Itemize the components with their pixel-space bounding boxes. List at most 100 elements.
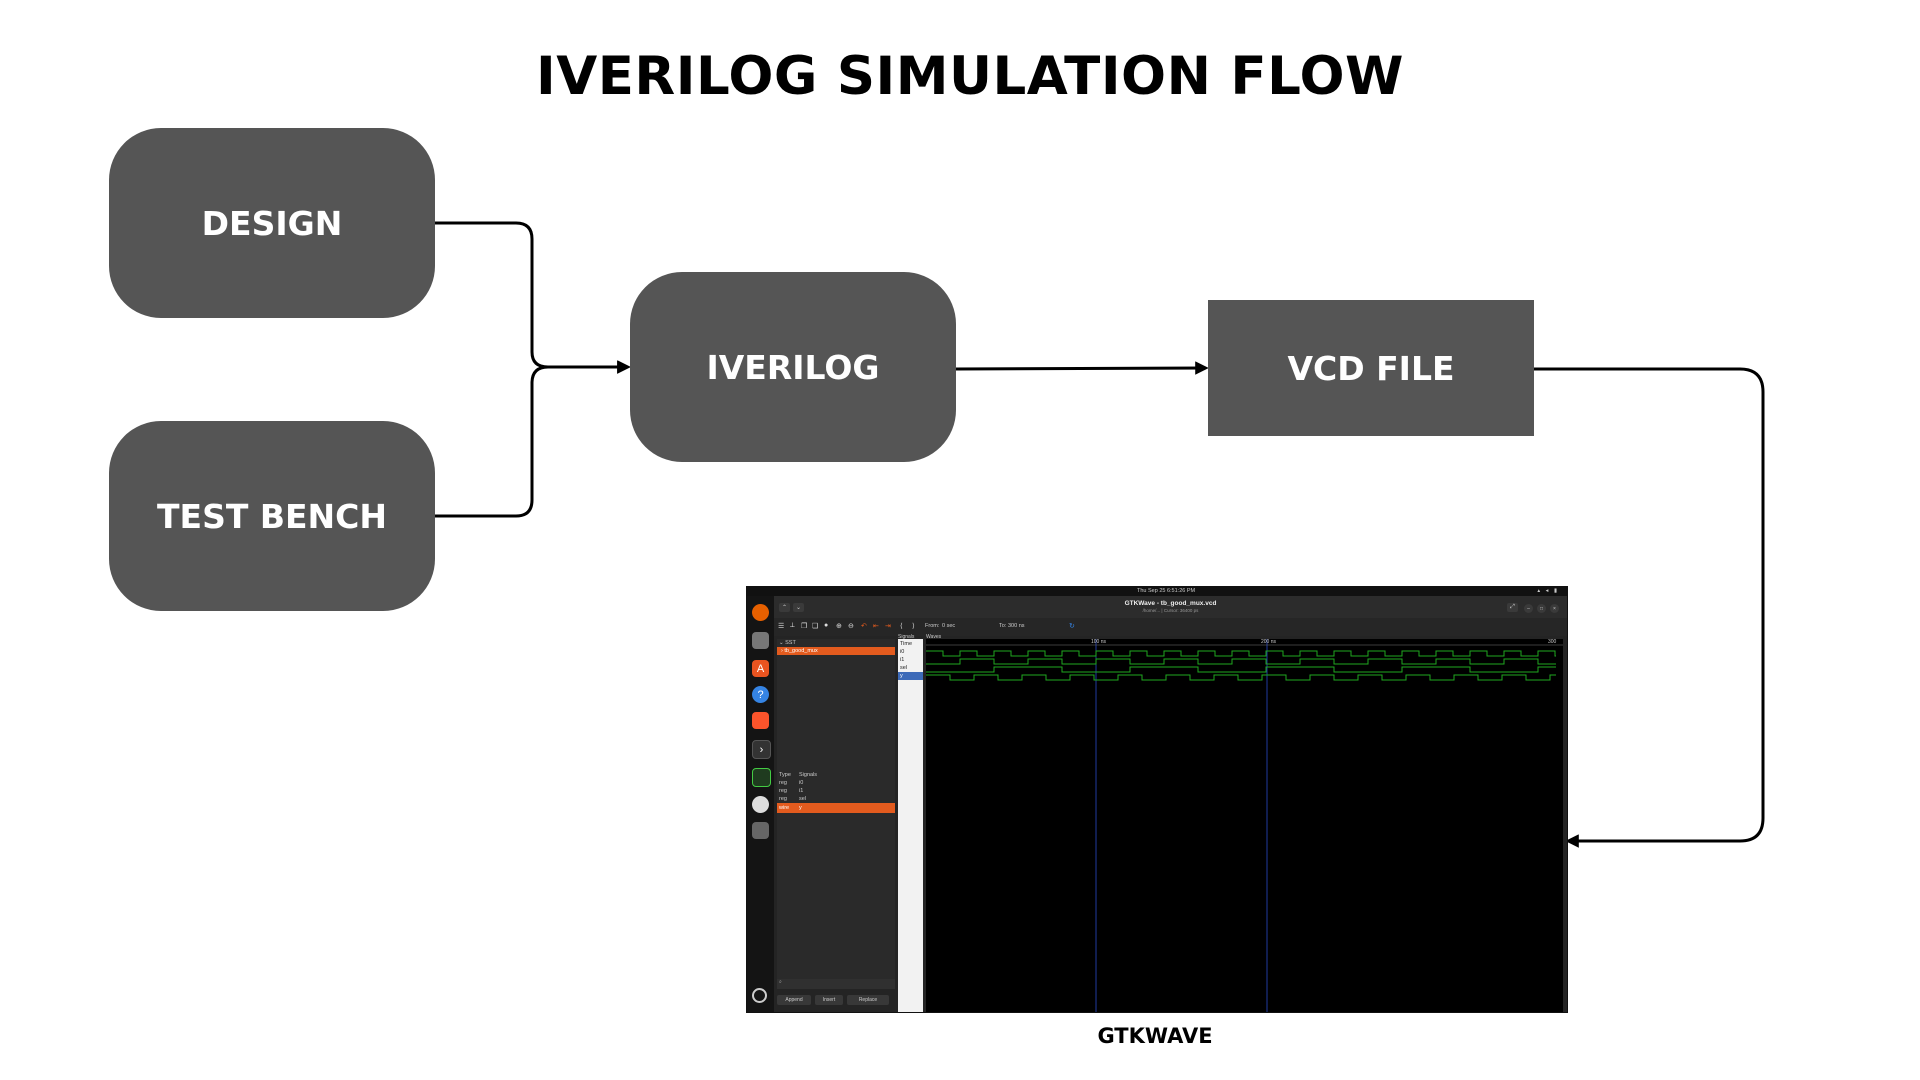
waveform-trace xyxy=(926,650,1556,657)
app-center-icon[interactable]: A xyxy=(752,660,769,677)
replace-button[interactable]: Replace xyxy=(847,995,889,1005)
diagram-title: IVERILOG SIMULATION FLOW xyxy=(535,46,1405,107)
signal-buttons: Append Insert Replace xyxy=(777,993,895,1007)
testbench-label: TEST BENCH xyxy=(157,496,387,536)
disc-icon[interactable] xyxy=(752,796,769,813)
window-subtitle: /home/... | Cursor: 36400 ps xyxy=(1142,608,1199,613)
maximize-icon[interactable]: □ xyxy=(1537,604,1546,613)
toolbar: ☰ ⟂ ❐ ❏ ● ⊕ ⊖ ↶ ⇤ ⇥ ⟨ ⟩ From: 0 sec To: … xyxy=(774,618,1567,636)
window-title: GTKWave - tb_good_mux.vcd xyxy=(1124,600,1217,607)
zoom-in-icon[interactable]: ⊕ xyxy=(836,623,842,630)
gtkwave-caption: GTKWAVE xyxy=(1097,1024,1213,1048)
prev-edge-icon[interactable]: ⟨ xyxy=(900,623,903,630)
signal-name: y xyxy=(799,805,802,811)
signal-name: i1 xyxy=(799,788,804,794)
nav-down-icon[interactable]: ⌄ xyxy=(793,603,804,612)
waveform-trace xyxy=(926,674,1556,681)
close-icon[interactable]: × xyxy=(1550,604,1559,613)
fullscreen-icon[interactable]: ⤢ xyxy=(1507,603,1518,612)
show-apps-icon[interactable] xyxy=(752,988,767,1003)
sst-header: ⌄ SST xyxy=(779,640,796,646)
reload-icon[interactable]: ↻ xyxy=(1069,623,1075,630)
signal-name: sel xyxy=(799,796,807,802)
iverilog-label: IVERILOG xyxy=(706,347,880,387)
system-indicators-icon: ▴ ◂ ▮ xyxy=(1537,588,1559,594)
iverilog-node: IVERILOG xyxy=(630,272,956,462)
append-button[interactable]: Append xyxy=(777,995,811,1005)
sst-item[interactable]: › tb_good_mux xyxy=(777,647,895,655)
waveform-trace xyxy=(926,658,1556,665)
signal-row[interactable]: sel xyxy=(900,665,908,671)
signal-row[interactable]: i1 xyxy=(900,657,905,663)
goto-end-icon[interactable]: ⇥ xyxy=(885,623,891,630)
to-label: To: xyxy=(999,623,1007,629)
zoom-fit-icon[interactable]: ● xyxy=(824,622,829,629)
sst-panel: ⌄ SST › tb_good_mux xyxy=(777,639,895,989)
from-label: From: xyxy=(925,623,940,629)
zoom-out-icon[interactable]: ⊖ xyxy=(848,623,854,630)
signal-type: reg xyxy=(779,780,787,786)
next-edge-icon[interactable]: ⟩ xyxy=(912,623,915,630)
signal-table-header: Type Signals xyxy=(777,771,895,779)
system-top-bar: Thu Sep 25 6:51:26 PM ▴ ◂ ▮ xyxy=(747,587,1567,596)
signal-name: i0 xyxy=(799,780,804,786)
vcd-file-node: VCD FILE xyxy=(1208,300,1534,436)
app-dock: A ? › xyxy=(747,596,774,1012)
waves-header: Waves xyxy=(926,634,942,640)
testbench-node: TEST BENCH xyxy=(109,421,435,611)
table-row[interactable]: reg i0 xyxy=(777,779,895,787)
waveform-trace xyxy=(926,666,1556,673)
nav-up-icon[interactable]: ⌃ xyxy=(779,603,790,612)
sst-item-label: tb_good_mux xyxy=(784,648,818,654)
gtkwave-window: ⌃ ⌄ GTKWave - tb_good_mux.vcd /home/... … xyxy=(774,596,1567,1012)
undo-icon[interactable]: ↶ xyxy=(861,623,867,630)
insert-button[interactable]: Insert xyxy=(815,995,843,1005)
cut-icon[interactable]: ⟂ xyxy=(790,622,795,629)
files-icon[interactable] xyxy=(752,632,769,649)
design-label: DESIGN xyxy=(201,203,343,243)
goto-start-icon[interactable]: ⇤ xyxy=(873,623,879,630)
gtkwave-screenshot: Thu Sep 25 6:51:26 PM ▴ ◂ ▮ A ? › ⌃ ⌄ GT… xyxy=(746,586,1568,1013)
terminal-icon[interactable]: › xyxy=(752,740,771,759)
time-marker: 100 ns xyxy=(1091,639,1107,645)
copy-icon[interactable]: ❐ xyxy=(801,623,808,630)
signal-type: wire xyxy=(779,805,790,811)
help-icon[interactable]: ? xyxy=(752,686,769,703)
table-row[interactable]: reg i1 xyxy=(777,787,895,795)
menu-icon[interactable]: ☰ xyxy=(778,623,785,630)
design-node: DESIGN xyxy=(109,128,435,318)
signals-header: Signals xyxy=(898,634,915,640)
signal-row[interactable]: y xyxy=(898,672,923,680)
signal-type: reg xyxy=(779,788,787,794)
trash-icon[interactable] xyxy=(752,822,769,839)
signals-column-header: Signals xyxy=(799,772,818,778)
from-field[interactable]: 0 sec xyxy=(942,623,956,629)
time-marker: 200 ns xyxy=(1261,639,1277,645)
arrow-testbench-to-iverilog xyxy=(435,360,631,518)
signal-row[interactable]: Time xyxy=(900,641,913,647)
signal-type: reg xyxy=(779,796,787,802)
waveform-canvas[interactable]: 100 ns 200 ns 300 xyxy=(926,639,1563,1012)
signal-row[interactable]: i0 xyxy=(900,649,905,655)
table-row[interactable]: wire y xyxy=(777,803,895,813)
vcd-file-label: VCD FILE xyxy=(1287,348,1455,388)
signal-search-input[interactable]: ⌕ xyxy=(777,979,895,989)
arrow-design-to-iverilog xyxy=(435,221,631,374)
signal-type-table: Type Signals reg i0 reg i1 reg sel wire y xyxy=(777,771,895,813)
sst-label: SST xyxy=(785,640,796,646)
minimize-icon[interactable]: – xyxy=(1524,604,1533,613)
paste-icon[interactable]: ❏ xyxy=(812,623,819,630)
window-header: ⌃ ⌄ GTKWave - tb_good_mux.vcd /home/... … xyxy=(774,596,1567,618)
waves-panel: Waves 100 ns 200 ns 300 xyxy=(926,634,1563,1012)
arrow-vcd-to-gtkwave xyxy=(1534,367,1765,848)
gtkwave-icon[interactable] xyxy=(752,768,771,787)
firefox-icon[interactable] xyxy=(752,604,769,621)
clock: Thu Sep 25 6:51:26 PM xyxy=(1137,588,1196,594)
time-marker: 300 xyxy=(1548,639,1557,645)
to-field[interactable]: 300 ns xyxy=(1008,623,1025,629)
table-row[interactable]: reg sel xyxy=(777,795,895,803)
signals-panel: Signals Time i0 i1 sel y xyxy=(898,634,923,1012)
type-column-header: Type xyxy=(779,772,791,778)
brave-icon[interactable] xyxy=(752,712,769,729)
